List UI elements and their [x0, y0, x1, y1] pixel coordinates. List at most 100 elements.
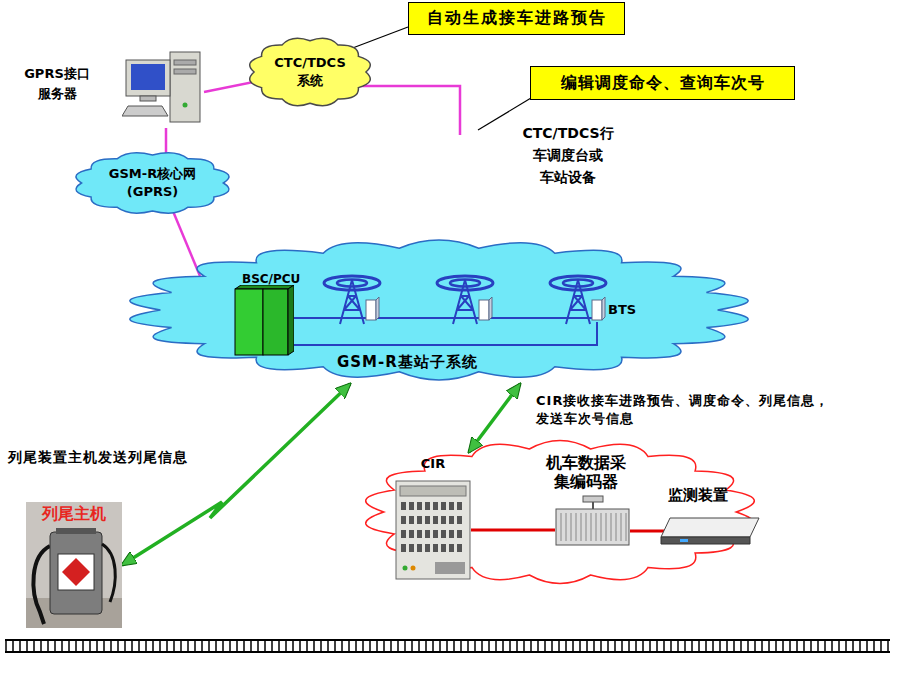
- rect-part: [457, 516, 462, 524]
- rect-part: [263, 289, 288, 355]
- connector: [630, 530, 664, 533]
- rail-line: [5, 651, 890, 653]
- radio-unit: [395, 480, 471, 580]
- label-holder: CTC/TDCS行 车调度台或 车站设备: [516, 122, 620, 188]
- rect-part: [409, 502, 414, 510]
- g-part: [291, 276, 606, 345]
- line-part: [611, 513, 612, 541]
- rect-part: [449, 502, 454, 510]
- server-icon: GPRS接口 服务器: [18, 50, 204, 128]
- rect-part: [449, 516, 454, 524]
- polygon-part: [122, 106, 168, 116]
- line-part: [291, 317, 592, 319]
- rect-part: [56, 528, 96, 534]
- group-cloud: [366, 441, 755, 584]
- polygon-part: [602, 297, 605, 320]
- path-part: [566, 280, 590, 324]
- path-part: [102, 544, 115, 602]
- rect-part: [174, 60, 196, 65]
- photo-label: 列尾主机: [40, 504, 108, 524]
- network-cloud: GSM-R核心网 (GPRS): [70, 148, 235, 218]
- rect-part: [58, 554, 94, 590]
- rect-part: [449, 530, 454, 538]
- rect-part: [457, 530, 462, 538]
- line-part: [581, 513, 582, 541]
- rect-part: [425, 530, 430, 538]
- line-part: [586, 513, 587, 541]
- connector: [469, 384, 520, 452]
- rect-part: [409, 544, 414, 552]
- connector: [122, 384, 350, 565]
- connector: [204, 81, 257, 92]
- cloud-text: GSM-R基站子系统: [337, 353, 478, 371]
- part-name: BTS: [608, 302, 636, 317]
- rect-part: [433, 516, 438, 524]
- rect-part: [680, 539, 688, 542]
- rect-part: [449, 544, 454, 552]
- label-holder: BTS: [608, 302, 636, 317]
- equipment-note: CTC/TDCS行 车调度台或 车站设备: [516, 122, 620, 188]
- callout-box: 编辑调度命令、查询车次号: [530, 66, 795, 100]
- monitor-unit: [660, 517, 760, 545]
- circle-part: [403, 566, 408, 571]
- rect-part: [26, 502, 122, 628]
- cloud-outline: [245, 33, 375, 111]
- circle-part: [411, 566, 416, 571]
- callout-text: 编辑调度命令、查询车次号: [561, 73, 765, 94]
- line-part: [566, 513, 567, 541]
- rect-part: [131, 64, 165, 90]
- rect-part: [140, 96, 156, 101]
- path-part: [130, 240, 748, 380]
- network-cloud: GSM-R基站子系统 BSC/PCU: [115, 232, 763, 388]
- connector: [471, 529, 555, 532]
- rect-part: [425, 544, 430, 552]
- polygon-part: [235, 285, 294, 289]
- line-part: [576, 513, 577, 541]
- rect-part: [50, 532, 102, 614]
- tail-unit-photo: 列尾主机: [26, 502, 122, 628]
- path-part: [453, 280, 477, 324]
- controller-rack: [232, 285, 294, 357]
- circle-part: [183, 103, 188, 108]
- label-holder: 列尾装置主机发送列尾信息: [8, 449, 188, 467]
- rect-part: [441, 516, 446, 524]
- path-part: [76, 153, 229, 213]
- cloud-outline: [70, 148, 235, 218]
- rect-part: [401, 544, 406, 552]
- rect-part: [170, 52, 200, 122]
- monitor-device: 监测装置: [655, 485, 760, 547]
- device-label: 机车数据采 集编码器: [538, 453, 633, 491]
- rect-part: [366, 300, 376, 320]
- rect-part: [433, 544, 438, 552]
- line-part: [571, 513, 572, 541]
- rect-part: [409, 530, 414, 538]
- line-part: [596, 513, 597, 541]
- controller-label: BSC/PCU: [242, 271, 300, 287]
- callout-text: 自动生成接车进路预告: [427, 8, 607, 29]
- line-part: [601, 513, 602, 541]
- rect-part: [592, 300, 602, 320]
- rect-part: [457, 544, 462, 552]
- rect-part: [400, 486, 466, 496]
- rect-part: [425, 516, 430, 524]
- controller-box: BSC/PCU: [232, 268, 304, 358]
- label-row: 列尾主机: [26, 504, 122, 524]
- rect-part: [433, 502, 438, 510]
- rect-part: [401, 502, 406, 510]
- rect-part: [409, 516, 414, 524]
- rail-line: [5, 639, 890, 641]
- line-part: [621, 513, 622, 541]
- track-ties: [5, 640, 890, 652]
- rect-part: [441, 502, 446, 510]
- server-label: GPRS接口 服务器: [18, 64, 96, 104]
- rect-part: [479, 300, 489, 320]
- rect-part: [417, 530, 422, 538]
- wire-line: [360, 86, 460, 135]
- line-part: [592, 502, 594, 509]
- rect-part: [401, 530, 406, 538]
- rect-part: [417, 502, 422, 510]
- polygon-part: [62, 558, 90, 586]
- rect-part: [441, 544, 446, 552]
- device-label: CIR: [393, 455, 473, 473]
